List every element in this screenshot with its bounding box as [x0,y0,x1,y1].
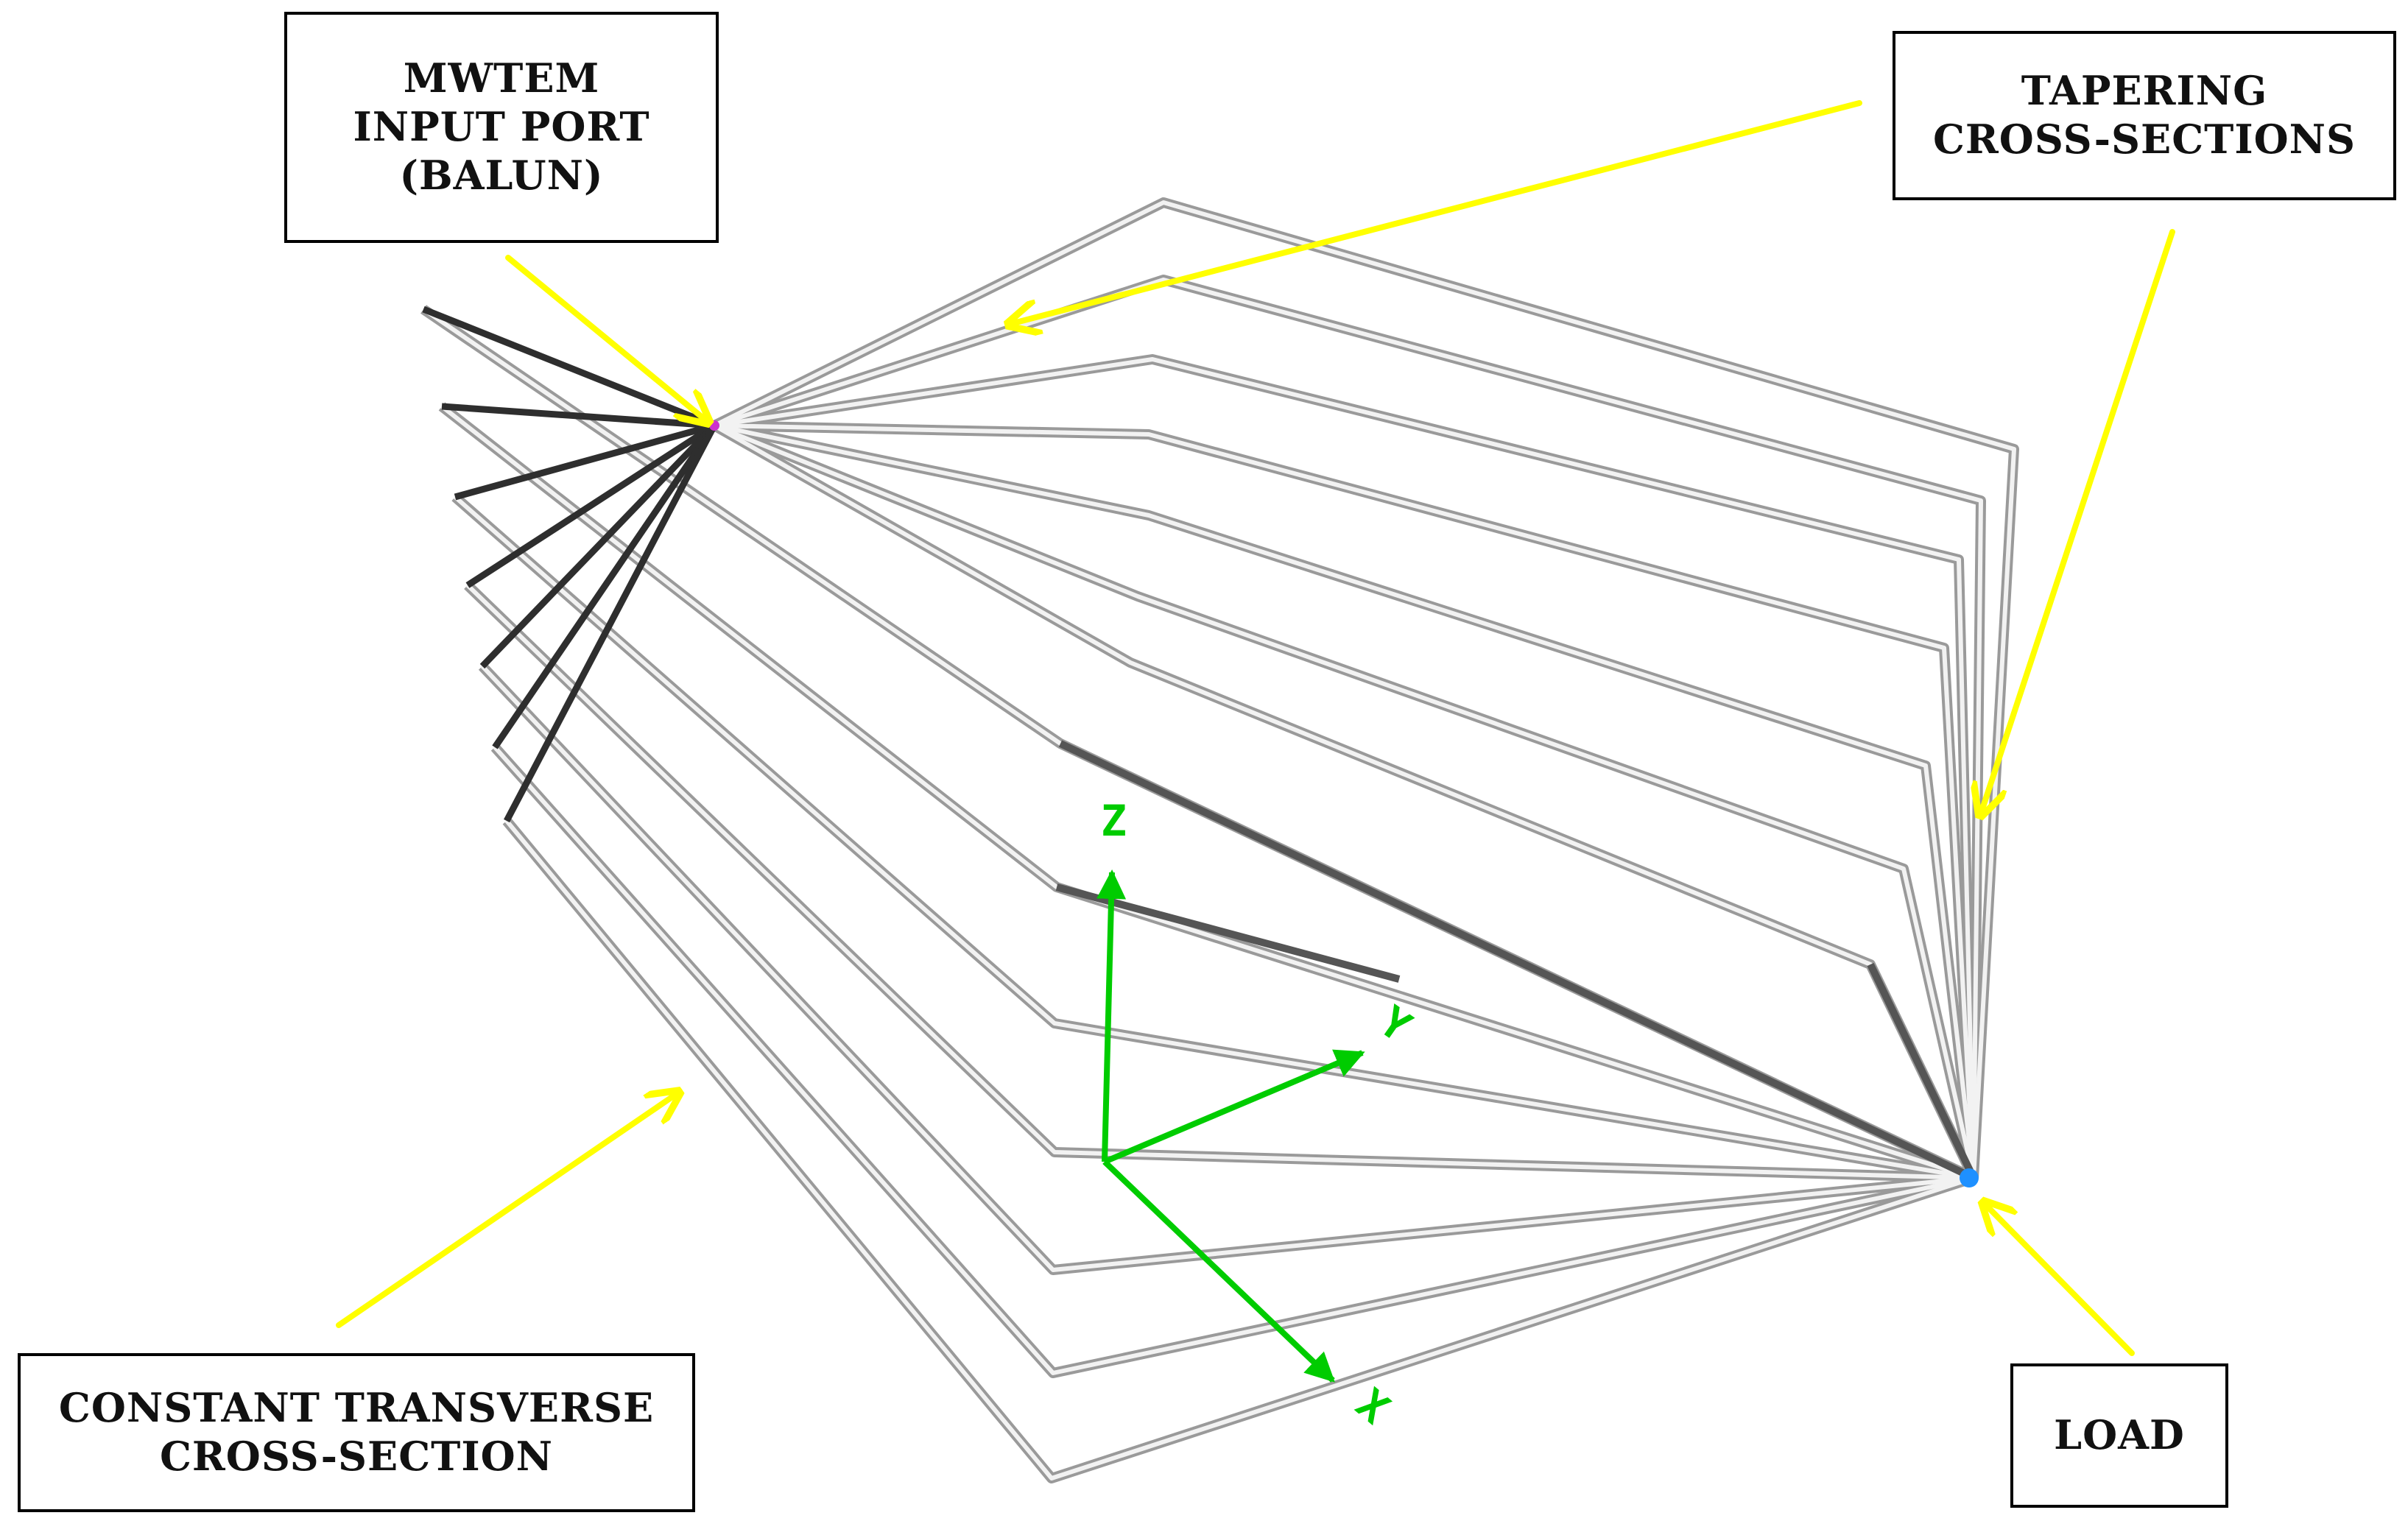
constant-section-callout: CONSTANT TRANSVERSE CROSS-SECTION [18,1353,695,1512]
tapering-arrow-right [1981,229,2175,814]
input-port-label-line-3: (BALUN) [399,151,604,199]
tapering-callout: TAPERING CROSS-SECTIONS [1893,31,2396,200]
tapering-wires-upper [711,197,2019,1181]
constant-label-line-1: CONSTANT TRANSVERSE [58,1384,655,1432]
x-axis-label: X [1347,1379,1399,1434]
coordinate-axes [1096,869,1365,1383]
constant-arrow [336,1093,677,1328]
input-port-callout: MWTEM INPUT PORT (BALUN) [284,12,719,243]
callout-arrows [336,100,2175,1356]
y-axis [1103,1049,1365,1165]
tapering-arrow-upper [1010,100,1862,324]
load-arrow [1985,1204,2135,1356]
load-marker [1960,1168,1979,1187]
z-axis [1096,869,1127,1162]
input-port-label-line-1: MWTEM [403,54,600,102]
x-axis [1102,1160,1335,1383]
z-axis-label: Z [1101,796,1127,846]
input-port-marker [709,420,719,431]
constant-wires-lower [420,305,1977,1483]
load-label: LOAD [2054,1411,2185,1459]
input-port-label-line-2: INPUT PORT [353,103,650,151]
tapering-label-line-2: CROSS-SECTIONS [1932,116,2356,163]
load-callout: LOAD [2010,1363,2228,1508]
constant-label-line-2: CROSS-SECTION [159,1433,554,1480]
input-port-arrow [505,255,707,421]
tapering-label-line-1: TAPERING [2021,67,2268,115]
